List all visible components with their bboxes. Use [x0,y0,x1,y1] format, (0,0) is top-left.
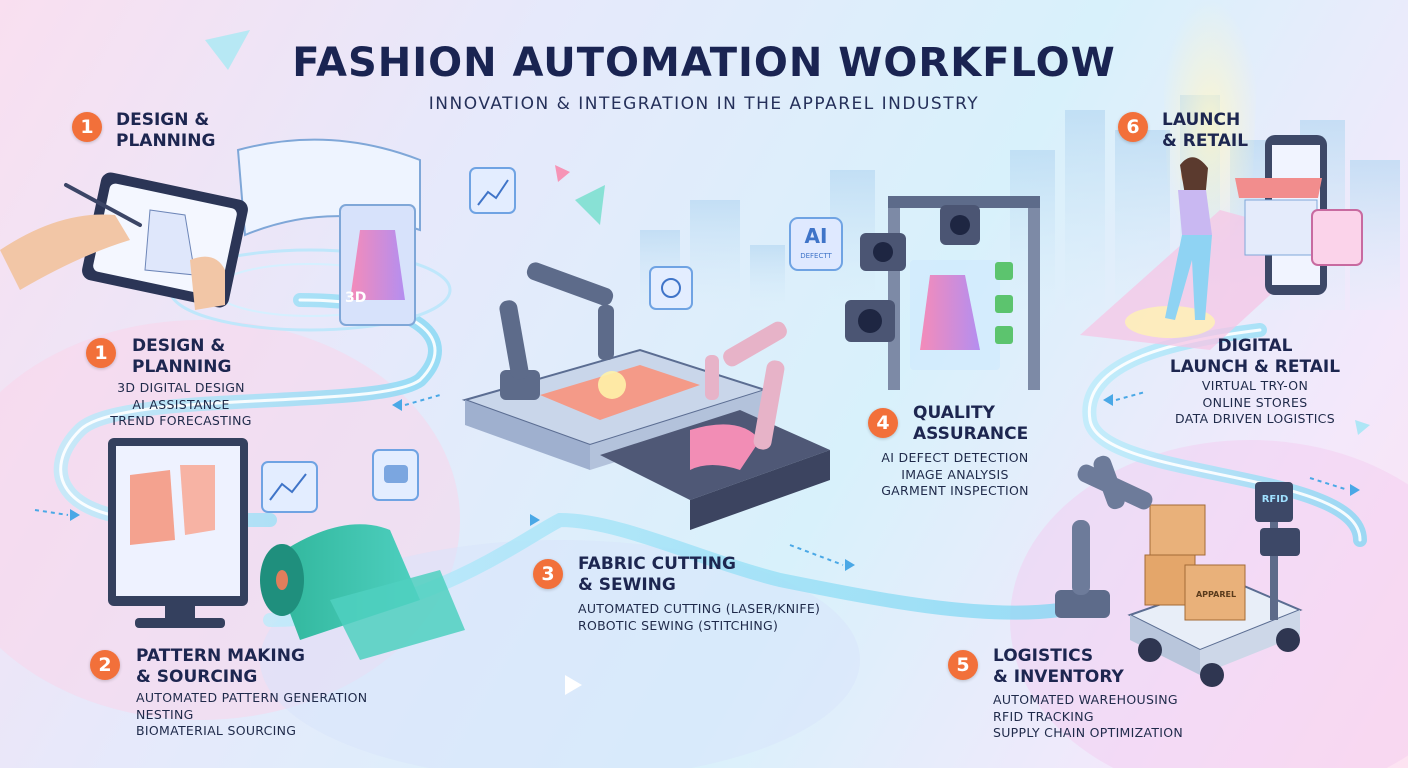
launch-item: DATA DRIVEN LOGISTICS [1175,411,1335,426]
launch-items: VIRTUAL TRY-ON ONLINE STORES DATA DRIVEN… [1160,378,1350,428]
logistics-item: AUTOMATED WAREHOUSING [993,692,1178,707]
logistics-line2: & INVENTORY [993,667,1124,687]
step-badge-2: 2 [90,650,120,680]
cutting-line1: FABRIC CUTTING [578,554,736,574]
design-item: 3D DIGITAL DESIGN [117,380,245,395]
launch-top-line2: & RETAIL [1162,131,1249,151]
launch-top-line1: LAUNCH [1162,110,1241,130]
design-top-line1: DESIGN & [116,110,210,130]
pattern-heading: PATTERN MAKING & SOURCING [136,646,305,688]
retail-storefront-illustration [1080,135,1363,350]
logistics-robot-illustration [1055,455,1303,687]
cutting-items: AUTOMATED CUTTING (LASER/KNIFE) ROBOTIC … [578,601,820,634]
design-tablet-illustration [0,138,516,332]
design-item: AI ASSISTANCE [132,396,230,412]
design-top-heading: DESIGN & PLANNING [116,110,215,152]
launch-top-heading: LAUNCH & RETAIL [1162,110,1248,152]
quality-line1: QUALITY [913,403,995,423]
step-badge-6: 6 [1118,112,1148,142]
logistics-items: AUTOMATED WAREHOUSING RFID TRACKING SUPP… [993,692,1183,742]
quality-scanner-illustration [789,196,1040,390]
quality-line2: ASSURANCE [913,424,1029,444]
cutting-item: AUTOMATED CUTTING (LASER/KNIFE) [578,601,821,616]
logistics-item: RFID TRACKING [993,708,1094,724]
logistics-item: SUPPLY CHAIN OPTIMIZATION [993,725,1184,740]
design-heading: DESIGN & PLANNING [132,336,231,378]
pattern-line1: PATTERN MAKING [136,646,305,666]
page-title: FASHION AUTOMATION WORKFLOW [292,40,1116,86]
arrow-icon [70,394,1360,571]
pattern-item: BIOMATERIAL SOURCING [136,723,297,738]
workflow-path [53,293,1367,627]
rfid-label: RFID [1261,494,1289,505]
design-line1: DESIGN & [132,336,226,356]
design-item: TREND FORECASTING [110,413,252,428]
label-3d: 3D [345,290,367,306]
quality-items: AI DEFECT DETECTION IMAGE ANALYSIS GARME… [870,450,1040,500]
cutting-machine-illustration [461,262,830,530]
pattern-monitor-illustration [108,438,465,660]
box-label: APPAREL [1195,590,1237,599]
quality-item: GARMENT INSPECTION [881,483,1029,498]
logistics-line1: LOGISTICS [993,646,1094,666]
cutting-heading: FABRIC CUTTING & SEWING [578,554,736,596]
step-badge-1: 1 [86,338,116,368]
quality-heading: QUALITY ASSURANCE [913,403,1028,445]
launch-line1: DIGITAL [1217,336,1293,356]
quality-item: AI DEFECT DETECTION [881,450,1029,465]
design-items: 3D DIGITAL DESIGN AI ASSISTANCE TREND FO… [96,380,266,430]
cutting-line2: & SEWING [578,575,676,595]
step-badge-1-top: 1 [72,112,102,142]
design-line2: PLANNING [132,357,232,377]
launch-line2: LAUNCH & RETAIL [1169,357,1341,377]
pattern-items: AUTOMATED PATTERN GENERATION NESTING BIO… [136,690,367,740]
launch-item: ONLINE STORES [1202,394,1308,410]
page-subtitle: INNOVATION & INTEGRATION IN THE APPAREL … [428,94,980,114]
step-badge-3: 3 [533,559,563,589]
launch-heading: DIGITAL LAUNCH & RETAIL [1150,336,1360,378]
step-badge-4: 4 [868,408,898,438]
pattern-item: AUTOMATED PATTERN GENERATION [136,690,368,705]
logistics-heading: LOGISTICS & INVENTORY [993,646,1124,688]
step-badge-5: 5 [948,650,978,680]
cutting-item: ROBOTIC SEWING (STITCHING) [578,617,779,633]
ai-sign-label: AI [804,224,828,248]
ai-sign-sublabel: DEFECTT [800,252,832,260]
pattern-item: NESTING [136,706,194,722]
pattern-line2: & SOURCING [136,667,258,687]
quality-item: IMAGE ANALYSIS [901,466,1009,482]
launch-item: VIRTUAL TRY-ON [1201,378,1309,393]
design-top-line2: PLANNING [116,131,216,151]
